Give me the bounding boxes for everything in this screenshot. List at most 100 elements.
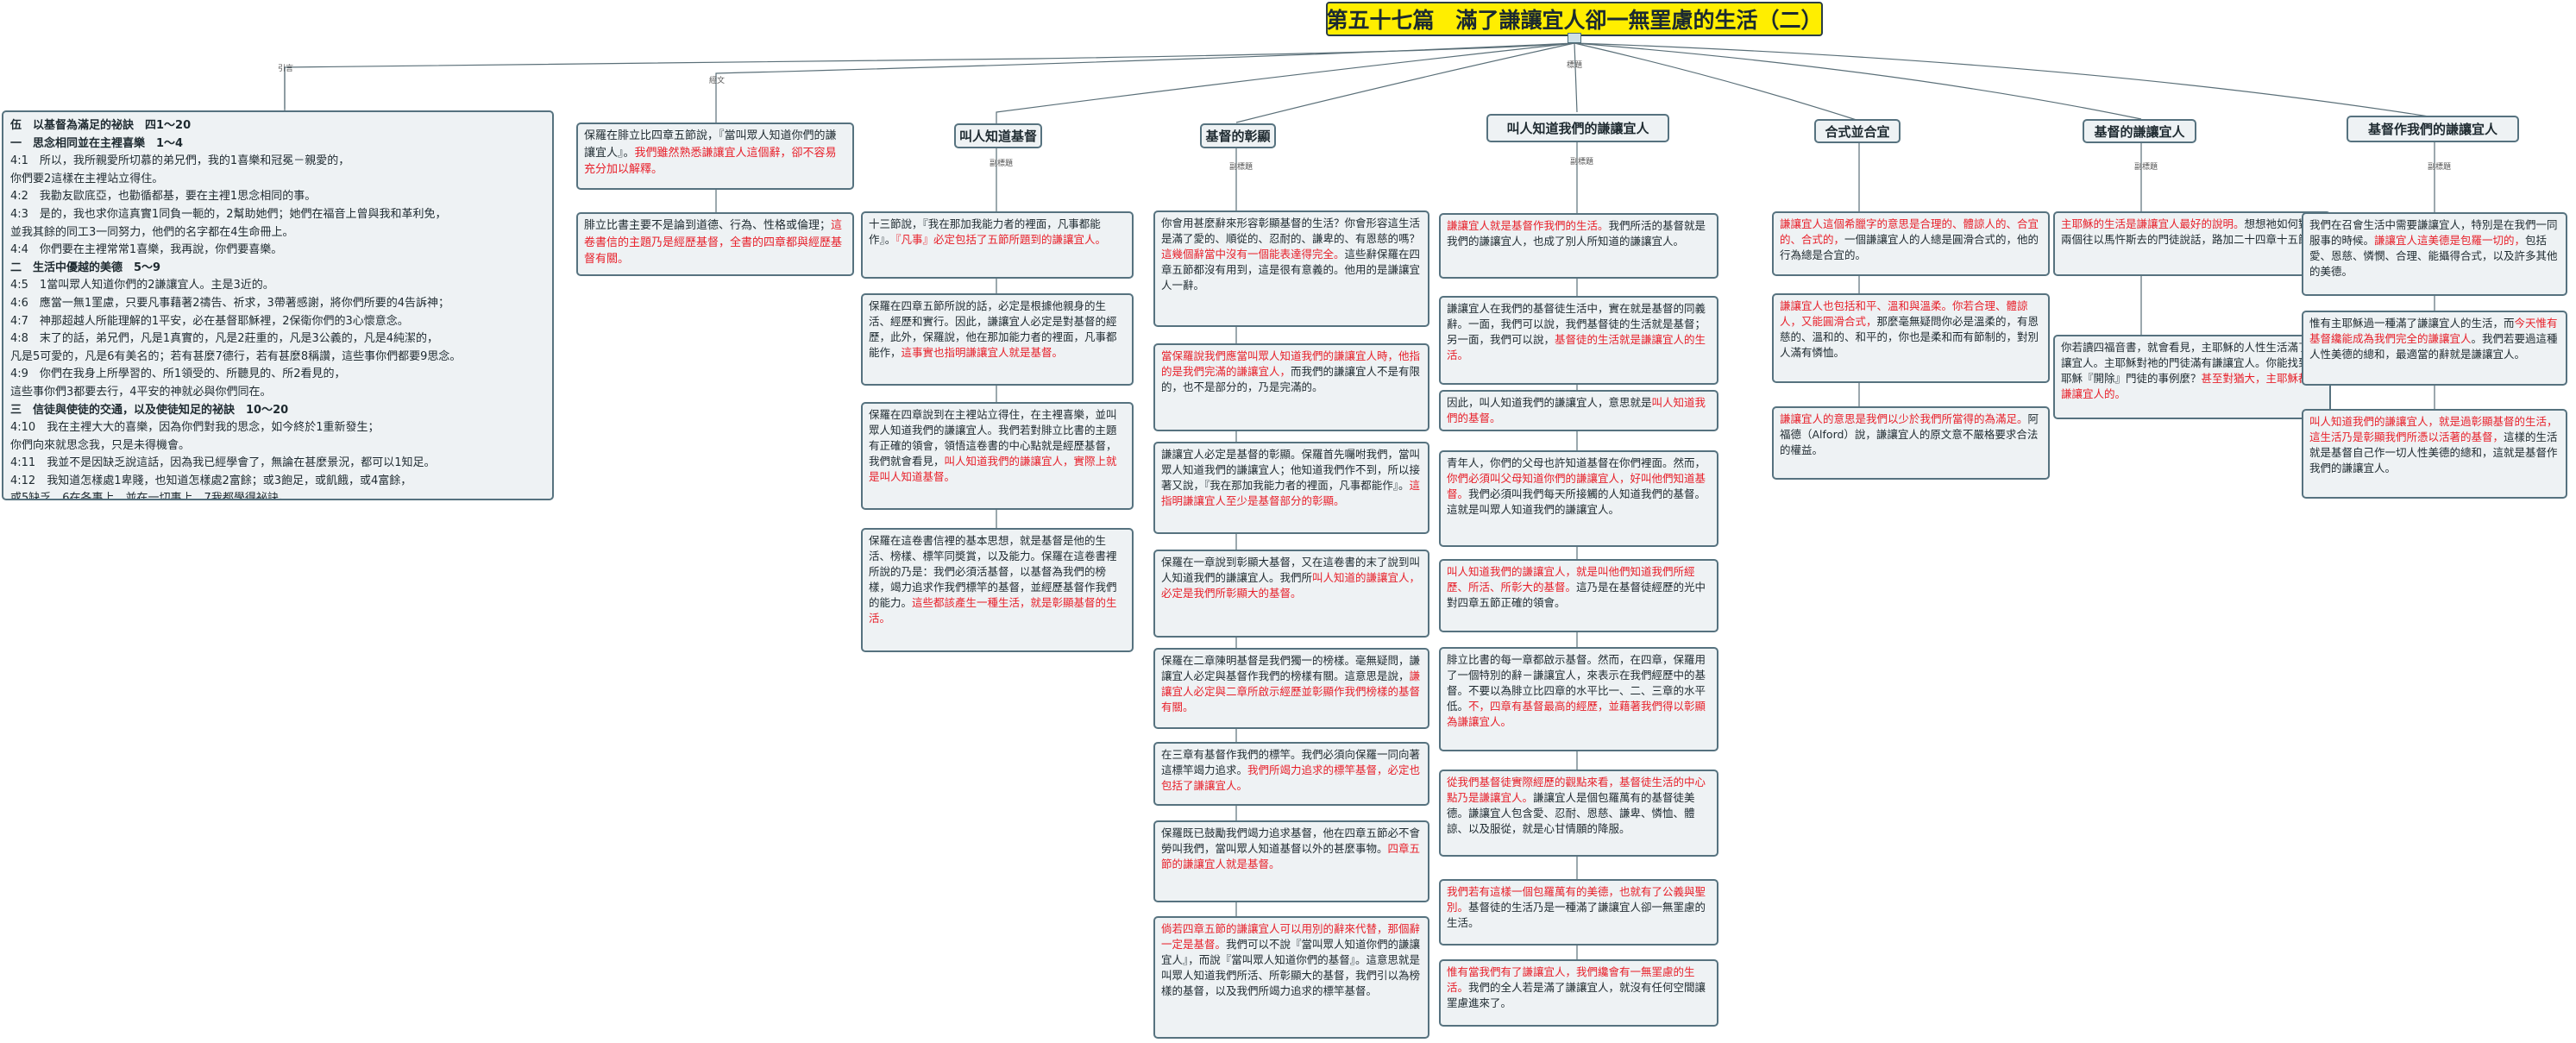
verse-line: 4:7 神那超越人所能理解的1平安，必在基督耶穌裡，2保衛你們的3心懷意念。 [10, 314, 409, 328]
highlighted-text: 今天惟有基督纔能成為我們完全的謙讓宜人 [2309, 317, 2558, 345]
highlighted-text: 『凡事』必定包括了五節所題到的謙讓宜人。 [895, 233, 1107, 246]
col7-topic-node[interactable]: 惟有主耶穌過一種滿了謙讓宜人的生活，而今天惟有基督纔能成為我們完全的謙讓宜人。我… [2302, 311, 2567, 386]
root-connector-handle[interactable] [1568, 33, 1581, 43]
highlighted-text: 這事實也指明謙讓宜人就是基督。 [901, 346, 1064, 359]
branch-tag-sub-7: 副標題 [2428, 163, 2452, 172]
col1-topic-node[interactable]: 腓立比書主要不是論到道德、行為、性格或倫理；這卷書信的主題乃是經歷基督，全書的四… [576, 212, 854, 276]
node-text: 基督徒的生活乃是一種滿了謙讓宜人卻一無罣慮的生活。 [1447, 901, 1706, 929]
node-text: 保羅在四章五節所說的話，必定是根據他親身的生活、經歷和實行。因此，謙讓宜人必定是… [869, 299, 1117, 359]
highlighted-text: 謙讓宜人的意思是我們以少於我們所當得的為滿足。 [1780, 412, 2028, 425]
highlighted-text: 你們必須叫父母知道你們的謙讓宜人，好叫他們知道基督。 [1447, 472, 1706, 500]
col3-topic-node[interactable]: 保羅既已鼓勵我們竭力追求基督，他在四章五節必不會勞叫我們，當叫眾人知道基督以外的… [1153, 820, 1429, 902]
col4-topic-node[interactable]: 青年人，你們的父母也許知道基督在你們裡面。然而， 你們必須叫父母知道你們的謙讓宜人… [1439, 450, 1718, 547]
col3-topic-node[interactable]: 謙讓宜人必定是基督的彰顯。保羅首先囑咐我們，當叫眾人知道我們的謙讓宜人；他知道我… [1153, 442, 1429, 534]
col5-topic-node[interactable]: 謙讓宜人也包括和平、溫和與溫柔。你若合理、體諒人，又能圓滑合式，那麼毫無疑問你必… [1772, 293, 2050, 383]
node-text: 腓立比書的每一章都啟示基督。然而，在四章，保羅用了一個特別的辭－謙讓宜人，來表示… [1447, 653, 1706, 713]
node-text: 我們在召會生活中需要謙讓宜人，特別是在我們一同服事的時候。 [2309, 218, 2558, 247]
col4-topic-node[interactable]: 因此，叫人知道我們的謙讓宜人，意思就是叫人知道我們的基督。 [1439, 390, 1718, 431]
node-text: 這樣的生活就是基督自己作一切人性美德的總和，這就是基督作我們的謙讓宜人。 [2309, 430, 2558, 474]
col3-topic-node[interactable]: 當保羅說我們應當叫眾人知道我們的謙讓宜人時，他指的是我們完滿的謙讓宜人，而我們的… [1153, 343, 1429, 431]
branch-tag-sub-2: 副標題 [990, 160, 1014, 168]
heading-christs-forbearance[interactable]: 基督的謙讓宜人 [2083, 119, 2196, 143]
verse-line: 4:2 我勸友歐底亞，也勸循都基，要在主裡1思念相同的事。 [10, 190, 317, 204]
node-text: 這乃是在基督徒經歷的光中對四章五節正確的領會。 [1447, 581, 1706, 609]
verse-line: 4:10 我在主裡大大的喜樂，因為你們對我的思念，如今終於1重新發生； [10, 421, 380, 435]
branch-tag-outline: 標題 [1567, 61, 1583, 70]
highlighted-text: 不，四章有基督最高的經歷，並藉著我們得以彰顯為謙讓宜人。 [1447, 700, 1706, 728]
verse-line: 4:3 是的，我也求你這真實1同負一軛的，2幫助她們；她們在福音上曾與我和革利免… [10, 207, 447, 221]
node-text: 阿福德（Alford）說，謙讓宜人的原文意不嚴格要求合法的權益。 [1780, 412, 2039, 456]
branch-tag-sub-3: 副標題 [1229, 163, 1253, 172]
branch-tag-sub-4: 副標題 [1570, 158, 1594, 167]
col7-topic-node[interactable]: 叫人知道我們的謙讓宜人，就是過彰顯基督的生活，這生活乃是彰顯我們所憑以活著的基督… [2302, 409, 2567, 499]
highlighted-text: 這些都該產生一種生活，就是彰顯基督的生活。 [869, 596, 1117, 625]
node-text: 這些辭保羅在四章五節都沒有用到，這是很有意義的。他用的是謙讓宜人一辭。 [1161, 248, 1421, 292]
outline-heading: 二 生活中優越的美德 5～9 [10, 261, 161, 274]
verse-line: 4:5 1當叫眾人知道你們的2謙讓宜人。主是3近的。 [10, 279, 274, 292]
node-text: 你若讀四福音書，就會看見，主耶穌的人性生活滿了謙讓宜人。主耶穌對祂的門徒滿有謙讓… [2061, 341, 2321, 385]
node-text: 那麼毫無疑問你必是溫柔的，有恩慈的、溫和的、和平的，你也是柔和而有節制的，對別人… [1780, 315, 2039, 359]
col4-topic-node[interactable]: 我們若有這樣一個包羅萬有的美德，也就有了公義與聖別。基督徒的生活乃是一種滿了謙讓… [1439, 879, 1718, 946]
highlighted-text: 謙讓宜人就是基督作我們的生活。 [1447, 219, 1609, 232]
col5-topic-node[interactable]: 謙讓宜人的意思是我們以少於我們所當得的為滿足。阿福德（Alford）說，謙讓宜人… [1772, 406, 2050, 480]
node-text: 因此，叫人知道我們的謙讓宜人，意思就是 [1447, 396, 1652, 409]
col3-topic-node[interactable]: 倘若四章五節的謙讓宜人可以用別的辭來代替，那個辭一定是基督。我們可以不說『當叫眾… [1153, 916, 1429, 1039]
node-text: 而我們的謙讓宜人不是有限的，也不是部分的，乃是完滿的。 [1161, 365, 1421, 393]
col2-topic-node[interactable]: 十三節說，『我在那加我能力者的裡面，凡事都能作』。『凡事』必定包括了五節所題到的… [861, 211, 1134, 279]
verse-line: 4:9 你們在我身上所學習的、所1領受的、所聽見的、所2看見的， [10, 368, 346, 381]
col3-topic-node[interactable]: 保羅在二章陳明基督是我們獨一的榜樣。毫無疑問，謙讓宜人必定與基督作我們的榜樣有關… [1153, 648, 1429, 729]
highlighted-text: 謙讓宜人也包括和平、溫和與溫柔。你若合理、體諒人，又能圓滑合式， [1780, 299, 2028, 328]
heading-christ-our-forbearance[interactable]: 基督作我們的謙讓宜人 [2347, 116, 2519, 142]
branch-tag-ref: 經文 [709, 77, 726, 85]
highlighted-text: 我們雖然熟悉謙讓宜人這個辭，卻不容易充分加以解釋。 [584, 146, 837, 177]
highlighted-text: 叫人知道我們的謙讓宜人，就是過彰顯基督的生活，這生活乃是彰顯我們所憑以活著的基督… [2309, 415, 2558, 443]
col4-topic-node[interactable]: 腓立比書的每一章都啟示基督。然而，在四章，保羅用了一個特別的辭－謙讓宜人，來表示… [1439, 647, 1718, 751]
heading-fitting-suitable[interactable]: 合式並合宜 [1814, 119, 1901, 143]
node-text: 惟有主耶穌過一種滿了謙讓宜人的生活，而 [2309, 317, 2515, 330]
node-text: 包括愛、恩慈、憐憫、合理、能攝得合式，以及許多其他的美德。 [2309, 234, 2558, 278]
heading-expression-of-christ[interactable]: 基督的彰顯 [1200, 123, 1276, 148]
col6-topic-node[interactable]: 你若讀四福音書，就會看見，主耶穌的人性生活滿了謙讓宜人。主耶穌對祂的門徒滿有謙讓… [2053, 335, 2331, 419]
col3-topic-node[interactable]: 在三章有基督作我們的標竿。我們必須向保羅一同向著這標竿竭力追求。我們所竭力追求的… [1153, 742, 1429, 806]
node-text: 十三節說，『我在那加我能力者的裡面，凡事都能作』。 [869, 217, 1101, 246]
node-text: 保羅既已鼓勵我們竭力追求基督，他在四章五節必不會勞叫我們，當叫眾人知道基督以外的… [1161, 826, 1421, 855]
col4-topic-node[interactable]: 謙讓宜人就是基督作我們的生活。我們所活的基督就是我們的謙讓宜人，也成了別人所知道… [1439, 213, 1718, 279]
col4-topic-node[interactable]: 叫人知道我們的謙讓宜人，就是叫他們知道我們所經歷、所活、所彰大的基督。這乃是在基… [1439, 559, 1718, 632]
highlighted-text: 基督徒的生活就是謙讓宜人的生活。 [1447, 333, 1706, 361]
highlighted-text: 這幾個辭當中沒有一個能表達得完全。 [1161, 248, 1345, 261]
heading-make-forbearance-known[interactable]: 叫人知道我們的謙讓宜人 [1486, 114, 1669, 142]
col4-topic-node[interactable]: 從我們基督徒實際經歷的觀點來看，基督徒生活的中心點乃是謙讓宜人。謙讓宜人是個包羅… [1439, 770, 1718, 857]
node-text: 青年人，你們的父母也許知道基督在你們裡面。然而， [1447, 456, 1706, 469]
node-text: 我們可以不說『當叫眾人知道你們的謙讓宜人』，而說『當叫眾人知道你們的基督』。這意… [1161, 938, 1421, 997]
verse-line: 你們向來就思念我，只是未得機會。 [10, 438, 191, 452]
col4-topic-node[interactable]: 惟有當我們有了謙讓宜人，我們纔會有一無罣慮的生活。我們的全人若是滿了謙讓宜人，就… [1439, 959, 1718, 1027]
verse-line: 凡是5可愛的，凡是6有美名的；若有甚麼7德行，若有甚麼8稱讚，這些事你們都要9思… [10, 349, 462, 363]
highlighted-text: 謙讓宜人這個希臘字的意思是合理的、體諒人的、合宜的、合式的， [1780, 217, 2039, 246]
col6-topic-node[interactable]: 主耶穌的生活是謙讓宜人最好的說明。想想祂如何對那兩個往以馬忤斯去的門徒說話，路加… [2053, 211, 2331, 276]
verse-line: 或5缺乏，6在各事上，並在一切事上，7我都學得祕訣。 [10, 492, 290, 500]
col3-topic-node[interactable]: 你會用甚麼辭來形容彰顯基督的生活？你會形容這生活是滿了愛的、順從的、忍耐的、謙卑… [1153, 210, 1429, 327]
col2-topic-node[interactable]: 保羅在四章五節所說的話，必定是根據他親身的生活、經歷和實行。因此，謙讓宜人必定是… [861, 293, 1134, 386]
verse-line: 4:1 所以，我所親愛所切慕的弟兄們，我的1喜樂和冠冕－親愛的， [10, 154, 350, 168]
node-text: 保羅在四章說到在主裡站立得住，在主裡喜樂，並叫眾人知道我們的謙讓宜人。我們若對腓… [869, 408, 1117, 468]
node-text: 我們所活的基督就是我們的謙讓宜人，也成了別人所知道的謙讓宜人。 [1447, 219, 1706, 248]
branch-tag-sub-6: 副標題 [2134, 163, 2158, 172]
highlighted-text: 從我們基督徒實際經歷的觀點來看，基督徒生活的中心點乃是謙讓宜人。 [1447, 776, 1706, 804]
col4-topic-node[interactable]: 謙讓宜人在我們的基督徒生活中，實在就是基督的同義辭。一面，我們可以說，我們基督徒… [1439, 296, 1718, 385]
col1-topic-node[interactable]: 保羅在腓立比四章五節說，『當叫眾人知道你們的謙讓宜人』。我們雖然熟悉謙讓宜人這個… [576, 123, 854, 190]
verse-line: 4:12 我知道怎樣處1卑賤，也知道怎樣處2富餘；或3飽足，或飢餓，或4富餘， [10, 474, 412, 487]
heading-reveal-christ[interactable]: 叫人知道基督 [954, 123, 1042, 148]
outline-heading: 三 信徒與使徒的交通，以及使徒知足的祕訣 10～20 [10, 403, 289, 417]
highlighted-text: 叫人知道我們的謙讓宜人，實際上就是叫人知道基督。 [869, 455, 1117, 483]
col3-topic-node[interactable]: 保羅在一章說到彰顯大基督，又在這卷書的末了說到叫人知道我們的謙讓宜人。我們所叫人… [1153, 550, 1429, 638]
col2-topic-node[interactable]: 保羅在這卷書信裡的基本思想，就是基督是他的生活、榜樣、標竿同奬賞，以及能力。保羅… [861, 528, 1134, 652]
highlighted-text: 主耶穌的生活是謙讓宜人最好的說明。 [2061, 217, 2245, 230]
col7-topic-node[interactable]: 我們在召會生活中需要謙讓宜人，特別是在我們一同服事的時候。謙讓宜人這美德是包羅一… [2302, 212, 2567, 296]
col5-topic-node[interactable]: 謙讓宜人這個希臘字的意思是合理的、體諒人的、合宜的、合式的，一個謙讓宜人的人總是… [1772, 211, 2050, 276]
col2-topic-node[interactable]: 保羅在四章說到在主裡站立得住，在主裡喜樂，並叫眾人知道我們的謙讓宜人。我們若對腓… [861, 402, 1134, 510]
outline-heading: 伍 以基督為滿足的祕訣 四1～20 [10, 119, 192, 132]
highlighted-text: 這卷書信的主題乃是經歷基督，全書的四章都與經歷基督有關。 [584, 219, 843, 266]
node-text: 保羅在腓立比四章五節說，『當叫眾人知道你們的謙讓宜人』。 [584, 129, 837, 160]
